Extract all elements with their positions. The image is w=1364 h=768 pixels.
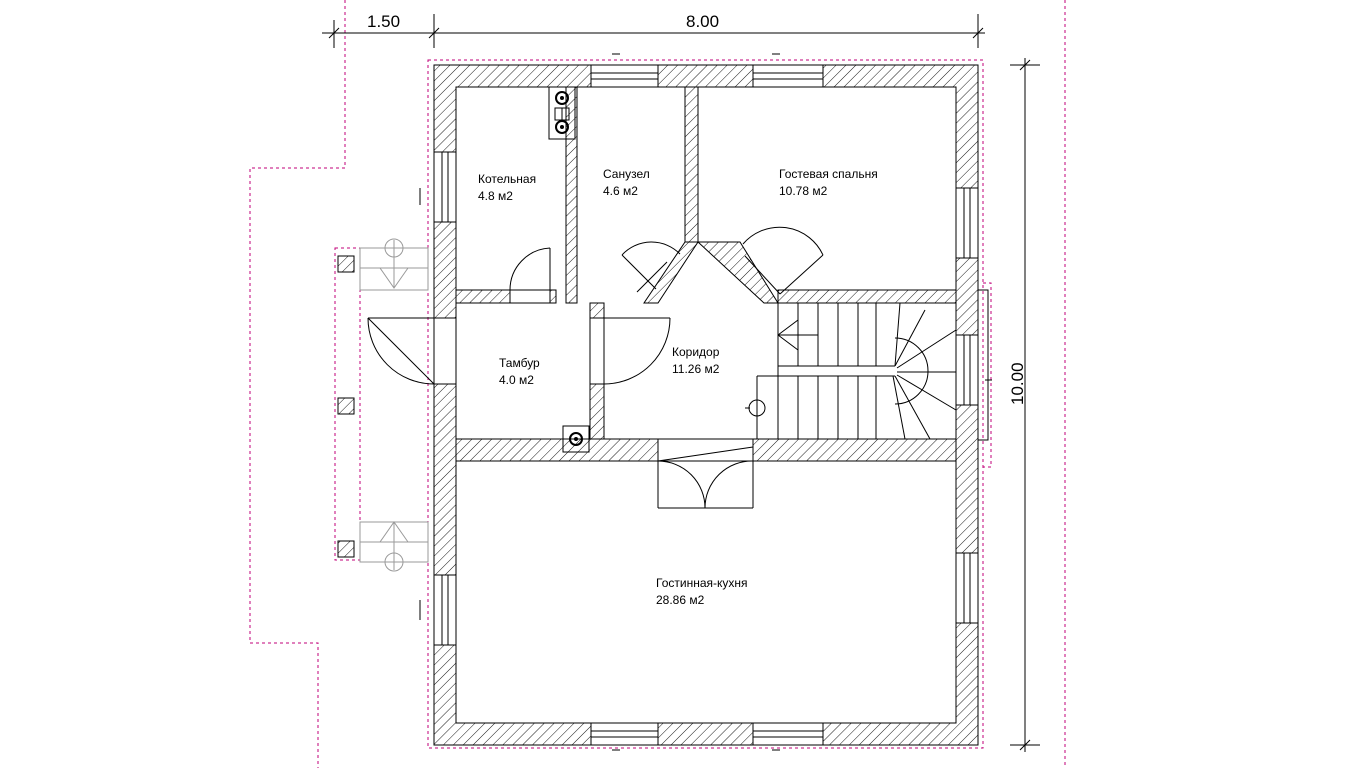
interior-walls — [455, 86, 957, 462]
room-name: Котельная — [478, 172, 536, 186]
site-boundary — [249, 0, 1066, 768]
room-area: 28.86 м2 — [656, 593, 705, 607]
room-sanuzel: Санузел 4.6 м2 — [603, 167, 650, 198]
equipment — [548, 86, 766, 453]
porch-posts — [337, 188, 429, 620]
room-name: Гостевая спальня — [779, 167, 878, 181]
exterior-walls — [433, 64, 979, 746]
dimension-right: 10.00 — [1008, 362, 1027, 405]
room-living-kitchen: Гостинная-кухня 28.86 м2 — [656, 576, 748, 607]
room-corridor: Коридор 11.26 м2 — [672, 345, 720, 376]
room-name: Тамбур — [499, 356, 540, 370]
room-area: 4.6 м2 — [603, 184, 638, 198]
room-area: 4.8 м2 — [478, 189, 513, 203]
room-area: 11.26 м2 — [672, 362, 720, 376]
doors — [367, 226, 824, 509]
staircase — [756, 302, 957, 440]
room-tambur: Тамбур 4.0 м2 — [499, 356, 540, 387]
room-kotelnaya: Котельная 4.8 м2 — [478, 172, 536, 203]
dimension-lines — [322, 14, 1040, 752]
room-name: Коридор — [672, 345, 720, 359]
room-guest-bedroom: Гостевая спальня 10.78 м2 — [779, 167, 878, 198]
windows — [433, 64, 989, 746]
room-area: 4.0 м2 — [499, 373, 534, 387]
room-name: Гостинная-кухня — [656, 576, 748, 590]
room-area: 10.78 м2 — [779, 184, 828, 198]
dimension-top: 8.00 — [686, 12, 719, 31]
dimension-left: 1.50 — [367, 12, 400, 31]
room-name: Санузел — [603, 167, 650, 181]
